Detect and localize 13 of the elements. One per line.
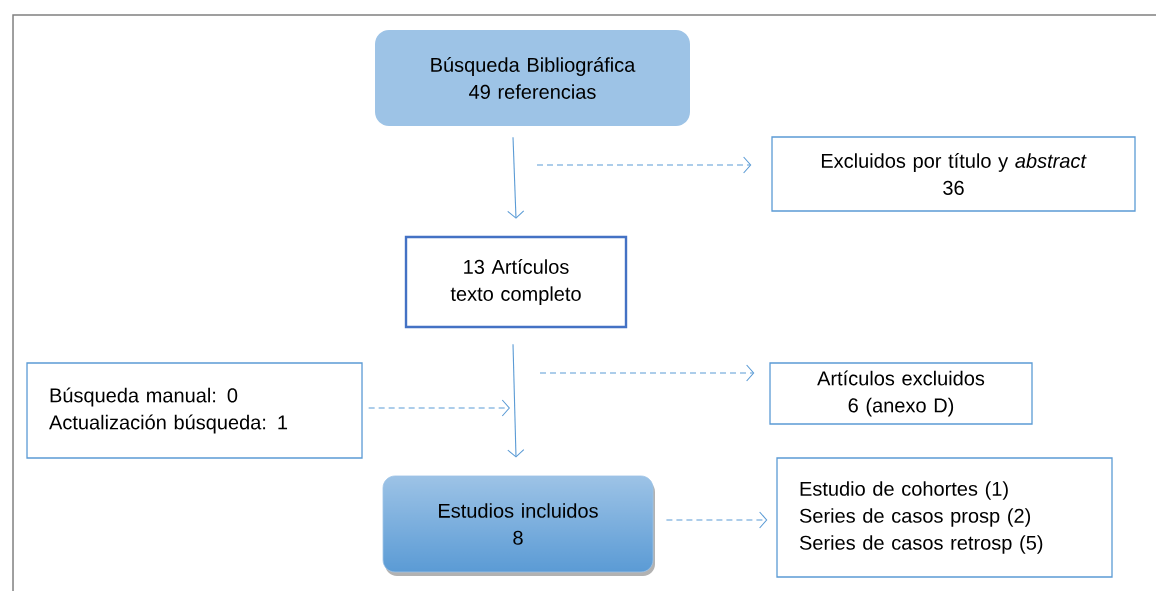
process-box: Búsqueda Bibliográfica 49 referencias: [375, 30, 690, 126]
text-box: Estudio de cohortes (1) Series de casos prosp (2) Series de casos retrosp (5): [776, 457, 1113, 578]
text-box: Excluidos por título y abstract 36: [771, 136, 1136, 212]
arrow: [368, 399, 510, 417]
arrow: [507, 343, 525, 458]
text-box: Artículos excluidos 6 (anexo D): [769, 362, 1033, 425]
process-box: Estudios incluidos 8: [382, 475, 654, 573]
text-box: Búsqueda manual: 0 Actualización búsqueda: 1: [26, 362, 363, 459]
arrow: [539, 364, 755, 382]
arrow: [665, 511, 768, 529]
arrow: [507, 136, 525, 219]
process-box: 13 Artículos texto completo: [404, 235, 628, 329]
arrow: [536, 156, 752, 174]
